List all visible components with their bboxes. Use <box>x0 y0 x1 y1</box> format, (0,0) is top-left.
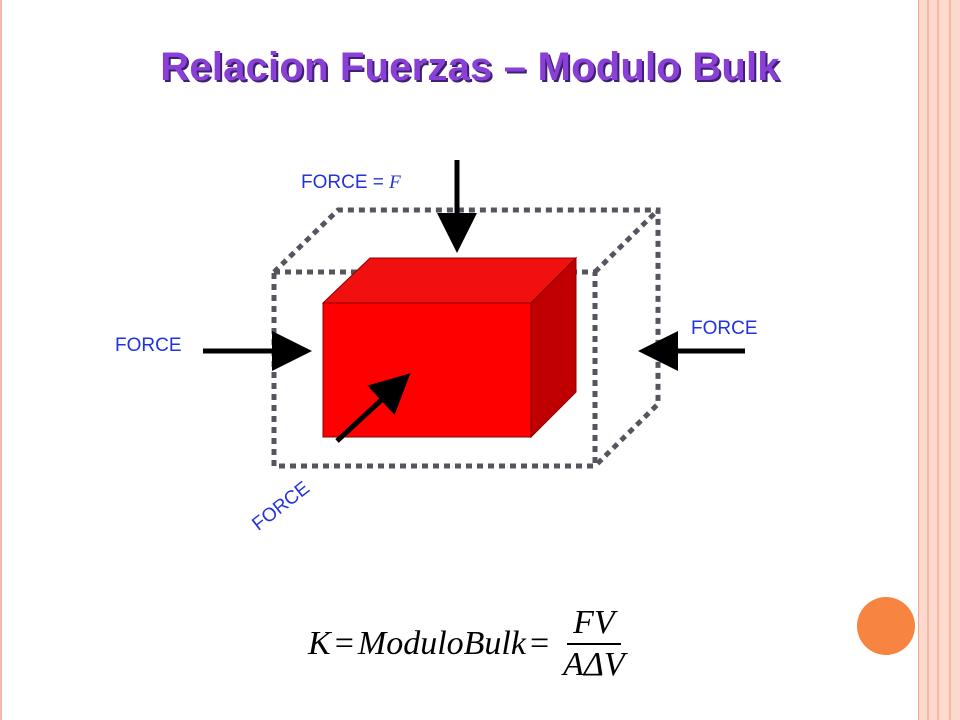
slide-right-border <box>918 0 960 720</box>
formula-equals-1: = <box>334 625 354 662</box>
formula-numerator: FV <box>567 605 621 645</box>
decorative-orange-circle <box>857 597 915 655</box>
border-stripe <box>949 0 951 720</box>
cube-front-face <box>322 302 532 438</box>
force-top-text: FORCE <box>301 172 368 193</box>
formula-modulo-bulk: ModuloBulk <box>357 625 526 662</box>
force-right-label: FORCE <box>691 318 758 339</box>
force-top-equals: = <box>372 172 384 193</box>
dashed-volume-outline <box>271 207 661 469</box>
slide-title: Relacion Fuerzas – Modulo Bulk <box>160 45 780 89</box>
formula-denominator: AΔV <box>563 646 625 683</box>
force-left-label: FORCE <box>115 335 182 356</box>
formula-equals-2: = <box>529 625 550 662</box>
red-cube <box>321 256 578 439</box>
formula-k: K <box>308 625 331 662</box>
bulk-modulus-formula: K = ModuloBulk = FV AΔV <box>308 604 631 684</box>
border-stripe <box>937 0 939 720</box>
force-arrow-diagonal <box>335 373 411 443</box>
force-top-variable: F <box>389 172 401 193</box>
border-stripe <box>927 0 929 720</box>
slide-left-border <box>0 0 2 720</box>
force-top-label: FORCE = F <box>301 172 401 194</box>
formula-fraction: FV AΔV <box>557 605 631 683</box>
